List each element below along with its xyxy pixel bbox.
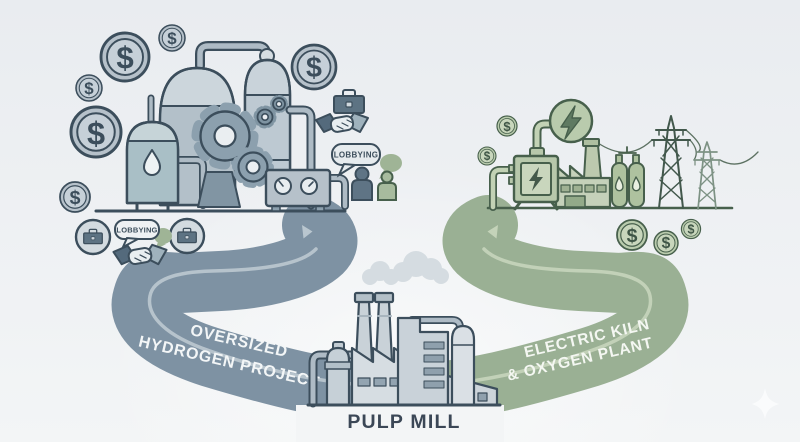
smoke-icon <box>362 251 449 285</box>
handshake-icon <box>112 243 168 266</box>
factory-door <box>564 195 586 208</box>
dollar-coin-icon <box>99 31 151 83</box>
lightning-bolt-icon <box>529 167 543 191</box>
pulp-mill-label: PULP MILL <box>347 411 460 433</box>
dollar-coin-icon <box>653 230 679 256</box>
water-drop-icon <box>143 149 161 176</box>
gauge-machine-icon <box>264 168 349 212</box>
hopper-icon <box>197 171 241 208</box>
dollar-coin-icon <box>496 115 518 137</box>
lobbying-label-bottom: LOBBYING <box>116 226 157 235</box>
lightning-bolt-icon <box>560 105 582 140</box>
water-drop-icon <box>631 176 641 192</box>
gear-icon <box>253 105 277 129</box>
electricity-badge-icon <box>548 98 594 144</box>
electric-kiln-icon <box>489 119 560 211</box>
gear-icon <box>191 102 259 170</box>
left-path-arrow-icon <box>302 225 313 239</box>
gear-icon <box>270 95 288 113</box>
water-drop-icon <box>614 176 624 192</box>
silo-icon <box>450 324 476 407</box>
mill-tank-icon <box>324 341 352 407</box>
lobbying-group-bottom: LOBBYING <box>74 217 206 266</box>
pulp-mill: PULP MILL <box>306 251 502 433</box>
lobbying-group-top: LOBBYING <box>331 143 402 201</box>
dollar-coin-icon <box>477 146 497 166</box>
chimney-icon <box>353 291 395 364</box>
transmission-tower-icon <box>693 141 721 210</box>
dollar-coin-icon <box>69 105 123 159</box>
speech-bubble-icon <box>380 154 402 172</box>
electric-plant-complex <box>486 98 759 211</box>
sparkle-icon <box>752 388 779 419</box>
dollar-coin-icon <box>59 181 91 213</box>
oxygen-cylinder-icon <box>611 146 645 208</box>
tall-building-icon <box>396 316 450 407</box>
water-drop-tank-icon <box>125 94 180 212</box>
dollar-coin-icon <box>616 219 648 251</box>
transmission-tower-icon <box>650 115 692 209</box>
dollar-coin-icon <box>290 43 338 91</box>
lobbying-label-top: LOBBYING <box>334 151 379 160</box>
handshake-icon <box>315 112 369 134</box>
hydrogen-plant-complex <box>94 41 349 213</box>
mill-ground-mask <box>296 405 504 442</box>
right-path-guide-line <box>408 247 653 388</box>
dollar-coin-icon <box>680 218 702 240</box>
factory-windows <box>560 184 607 193</box>
right-path-arrow-icon <box>487 225 498 239</box>
left-path-guide-line <box>147 247 392 388</box>
left-path-band <box>111 195 430 425</box>
people-icon <box>351 166 397 201</box>
dollar-coin-icon <box>75 74 103 102</box>
right-path-band <box>370 195 689 425</box>
right-path: ELECTRIC KILN & OXYGEN PLANT <box>370 195 689 425</box>
gear-icon <box>232 146 274 188</box>
dollar-coin-icon <box>158 24 186 52</box>
